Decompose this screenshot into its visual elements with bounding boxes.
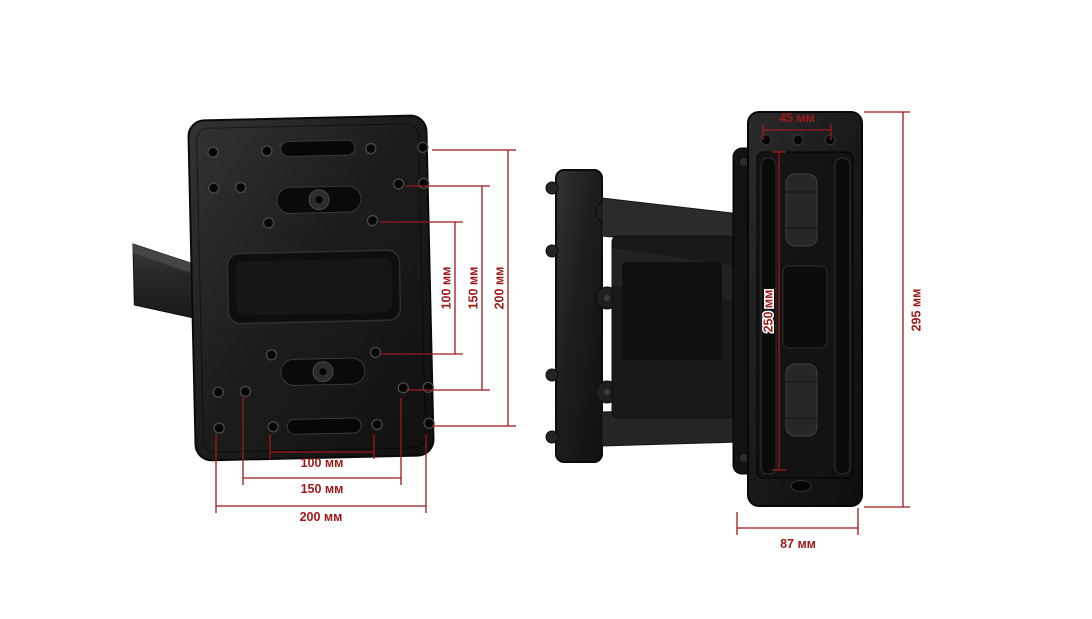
dim-front-vertical-150: 150 мм [406,185,490,391]
wall-plate-bolts [545,181,559,444]
dim-front-vertical-100: 100 мм [380,221,463,355]
dim-side-top-45: 45 мм [762,111,832,140]
dimension-label: 45 мм [779,111,815,125]
central-recess-plate [235,258,393,316]
dim-side-inner-250: 250 мм [760,151,786,471]
lower-adjuster [280,357,366,386]
dim-front-horizontal-100: 100 мм [269,434,375,470]
side-view: 45 мм 250 мм 295 мм 87 мм [545,111,923,551]
folded-arm [601,147,757,475]
vesa-holes [207,141,435,434]
dimension-label: 100 мм [301,456,344,470]
dimension-label: 100 мм [439,267,453,310]
dim-side-bottom-87: 87 мм [736,508,859,551]
bottom-slot-cutout [790,480,812,492]
dimension-label: 250 мм [761,290,775,333]
dim-side-height-295: 295 мм [864,111,923,508]
front-plate-assembly [132,114,435,462]
dimension-label: 150 мм [301,482,344,496]
tv-bracket [747,111,863,507]
front-plate-inner-edge [196,123,426,453]
mounting-arm-highlight [132,244,196,275]
top-slot [280,139,356,157]
top-face-holes [760,134,836,146]
dimension-label: 200 мм [300,510,343,524]
lower-roller [785,363,818,437]
dimension-label: 295 мм [909,289,923,332]
dimension-label: 87 мм [780,537,816,551]
dimension-label: 150 мм [466,267,480,310]
left-rail [760,157,777,475]
upper-roller [785,173,818,247]
front-view: 100 мм 150 мм 200 мм 100 мм 150 мм [132,114,516,524]
upper-adjuster [276,185,362,214]
dim-front-vertical-200: 200 мм [432,149,516,427]
center-block [782,265,828,349]
dim-front-horizontal-150: 150 мм [242,398,402,496]
dimension-label: 200 мм [492,267,506,310]
right-rail [834,157,851,475]
bottom-slot [286,417,362,435]
dim-front-horizontal-200: 200 мм [215,434,427,524]
